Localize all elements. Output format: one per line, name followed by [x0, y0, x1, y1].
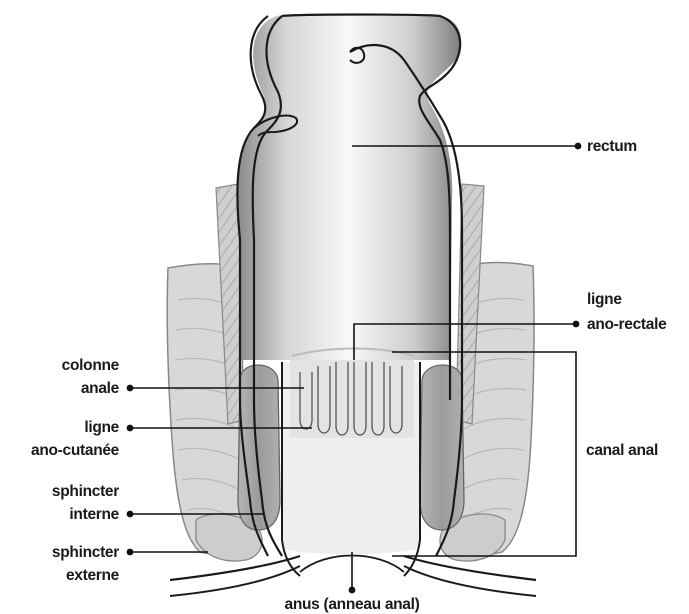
label-ligne-ano-rectale-line1: ligne: [587, 291, 622, 308]
label-sphincter-externe-line2: externe: [66, 567, 120, 584]
label-rectum: rectum: [587, 138, 637, 155]
label-sphincter-interne-line1: sphincter: [52, 483, 119, 500]
internal-sphincter-right: [420, 365, 464, 530]
colonne-anale-dot: [127, 385, 134, 392]
label-sphincter-externe-line1: sphincter: [52, 544, 119, 561]
label-sphincter-interne-line2: interne: [69, 506, 119, 523]
label-ligne-ano-cutanee-line1: ligne: [84, 419, 119, 436]
label-ligne-ano-cutanee-line2: ano-cutanée: [31, 442, 120, 459]
label-anus: anus (anneau anal): [285, 596, 420, 613]
label-canal-anal: canal anal: [586, 442, 658, 459]
rectum-dot: [575, 143, 582, 150]
ligne-ano-cutanee-dot: [127, 425, 134, 432]
label-colonne-anale-line2: anale: [81, 380, 120, 397]
label-ligne-ano-rectale-line2: ano-rectale: [587, 316, 667, 333]
label-colonne-anale-line1: colonne: [62, 357, 120, 374]
anus-dot: [349, 587, 356, 594]
rectum-body: [238, 14, 461, 360]
anal-columns-band: [290, 350, 414, 438]
ligne-ano-rectale-dot: [573, 321, 580, 328]
sphincter-externe-dot: [127, 549, 134, 556]
sphincter-interne-dot: [127, 511, 134, 518]
